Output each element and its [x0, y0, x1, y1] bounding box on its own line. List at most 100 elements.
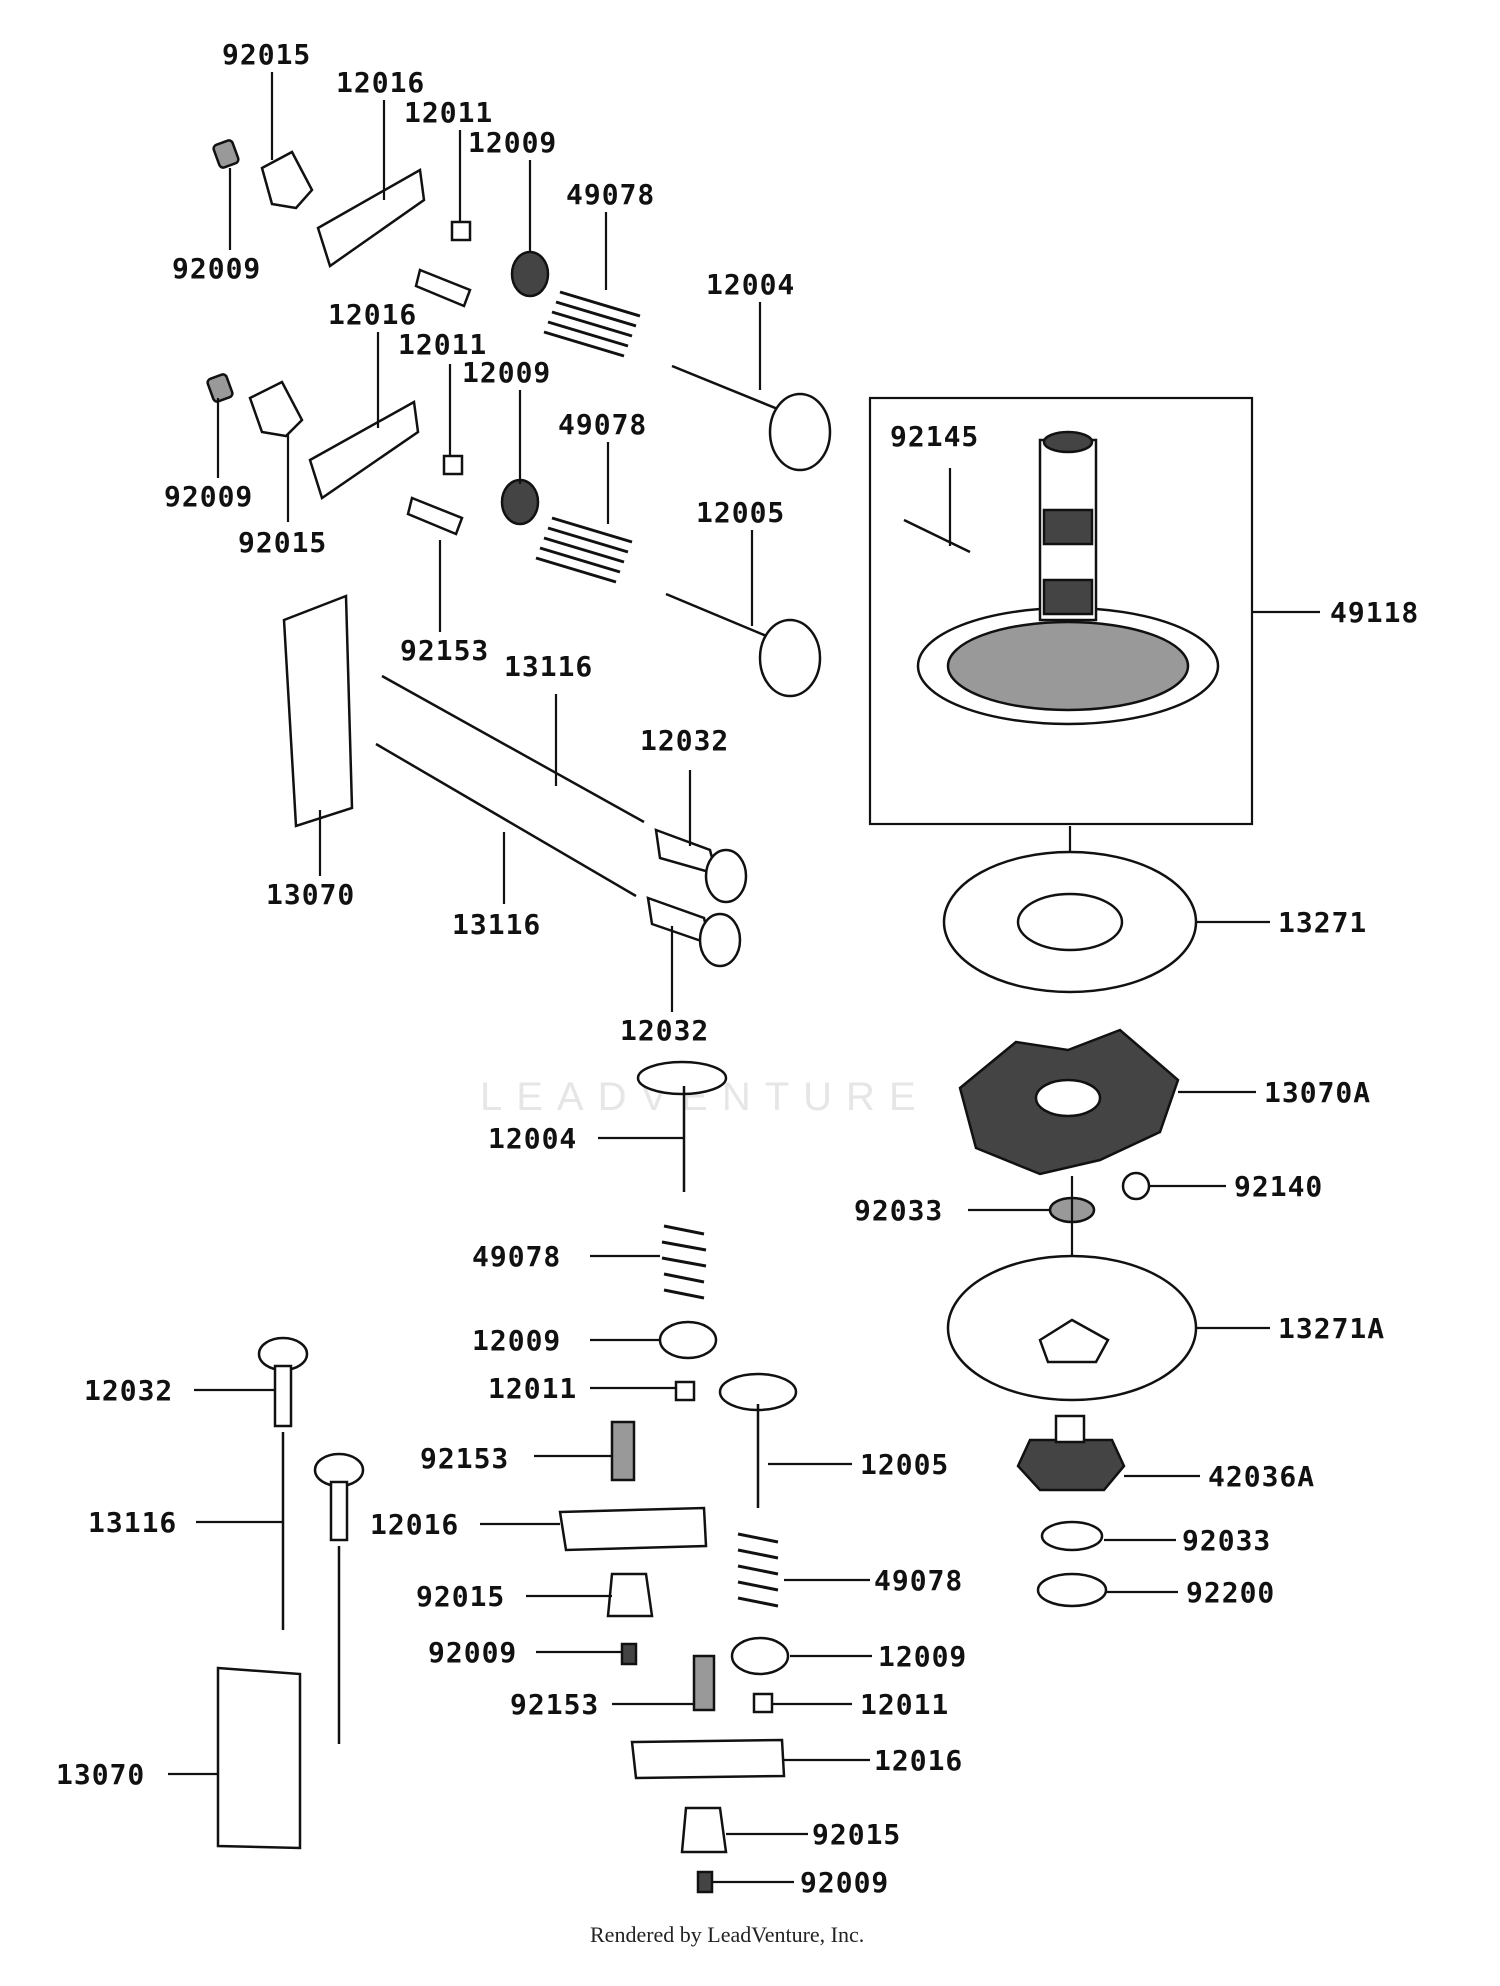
callout-c10: 12009: [462, 356, 551, 389]
push-rod-part: [381, 674, 645, 824]
callout-c36: 13116: [88, 1506, 177, 1539]
callout-c34: 12005: [860, 1448, 949, 1481]
callout-c23: 13271: [1278, 906, 1367, 939]
stud-part: [414, 268, 472, 308]
callout-c47: 12016: [874, 1744, 963, 1777]
callout-c22: 49118: [1330, 596, 1419, 629]
callout-c42: 92009: [428, 1636, 517, 1669]
tappet-head-part: [704, 848, 748, 904]
rocker-arm-part: [630, 1738, 786, 1780]
valve-stem-part: [671, 364, 791, 416]
callout-c19: 13116: [452, 908, 541, 941]
callout-c14: 12005: [696, 496, 785, 529]
valve-spring-part: [543, 290, 641, 358]
callout-c28: 49078: [472, 1240, 561, 1273]
callout-c33: 92153: [420, 1442, 509, 1475]
valve-head-part: [768, 392, 832, 472]
callout-c18: 13070: [266, 878, 355, 911]
leader-lines: [168, 72, 1320, 1884]
adjust-screw-part: [212, 139, 240, 169]
callout-c25: 12004: [488, 1122, 577, 1155]
pivot-nut-part: [260, 150, 314, 210]
callout-c44: 92153: [510, 1688, 599, 1721]
callout-c24: 13070A: [1264, 1076, 1371, 1109]
governor-weight-part: [958, 1028, 1180, 1176]
push-rod-part: [375, 742, 637, 898]
callout-c01: 92015: [222, 38, 311, 71]
guide-plate-part: [216, 1666, 302, 1850]
callout-c29: 13271A: [1278, 1312, 1385, 1345]
callout-c20: 12032: [620, 1014, 709, 1047]
cap-part: [450, 220, 472, 242]
callout-c03: 12011: [404, 96, 493, 129]
valve-head-part: [636, 1060, 728, 1096]
holder-center-part: [1038, 1318, 1110, 1364]
callout-c48: 92015: [812, 1818, 901, 1851]
tappet-head-part: [698, 912, 742, 968]
callout-c12: 49078: [558, 408, 647, 441]
guide-plate-part: [282, 594, 354, 828]
callout-c27: 92033: [854, 1194, 943, 1227]
callout-c43: 12009: [878, 1640, 967, 1673]
pivot-nut-part: [606, 1572, 654, 1618]
valve-spring-part: [535, 516, 633, 584]
pivot-nut-part: [248, 380, 304, 438]
callout-c37: 12016: [370, 1508, 459, 1541]
stud-part: [692, 1654, 716, 1712]
tappet-part: [329, 1480, 349, 1542]
adjust-screw-part: [696, 1870, 714, 1894]
callout-c06: 49078: [566, 178, 655, 211]
cap-part: [674, 1380, 696, 1402]
retainer-part: [510, 250, 550, 298]
callout-c09: 12011: [398, 328, 487, 361]
callout-c41: 92200: [1186, 1576, 1275, 1609]
rocker-assembly-upper: [212, 139, 832, 472]
pin-part: [903, 518, 971, 554]
rocker-arm-part: [558, 1506, 708, 1552]
callout-c21: 92145: [890, 420, 979, 453]
gear-part: [1016, 1438, 1126, 1492]
retainer-part: [500, 478, 540, 526]
clip-part: [1040, 1520, 1104, 1552]
tappet-part: [273, 1364, 293, 1428]
valve-spring-part: [737, 1532, 779, 1608]
gear-hub-part: [1054, 1414, 1086, 1444]
adjust-screw-part: [620, 1642, 638, 1666]
callout-c40: 49078: [874, 1564, 963, 1597]
valve-stem-part: [665, 592, 777, 642]
callout-c31: 12032: [84, 1374, 173, 1407]
callout-c45: 12011: [860, 1688, 949, 1721]
cap-part: [752, 1692, 774, 1714]
callout-c11: 92009: [164, 480, 253, 513]
rocker-arm-part: [316, 167, 426, 269]
stud-part: [610, 1420, 636, 1482]
callout-c49: 92009: [800, 1866, 889, 1899]
callout-c26: 92140: [1234, 1170, 1323, 1203]
callout-c05: 92009: [172, 252, 261, 285]
retainer-part: [658, 1320, 718, 1360]
callout-c04: 12009: [468, 126, 557, 159]
footer-credit: Rendered by LeadVenture, Inc.: [590, 1922, 864, 1947]
stud-part: [406, 496, 464, 536]
pivot-nut-part: [680, 1806, 728, 1854]
callout-c16: 13116: [504, 650, 593, 683]
callout-c15: 92153: [400, 634, 489, 667]
callout-c38: 92033: [1182, 1524, 1271, 1557]
callout-c07: 12004: [706, 268, 795, 301]
callout-c39: 92015: [416, 1580, 505, 1613]
ball-part: [1121, 1171, 1151, 1201]
washer-small-part: [1036, 1572, 1108, 1608]
rocker-arm-part: [308, 400, 420, 500]
callout-labels: 92015 12016 12011 12009 92009 49078 1200…: [56, 38, 1419, 1899]
rocker-assembly-lower: [206, 373, 822, 698]
callout-c02: 12016: [336, 66, 425, 99]
callout-c08: 12016: [328, 298, 417, 331]
callout-c46: 13070: [56, 1758, 145, 1791]
cap-part: [442, 454, 464, 476]
callout-c13: 92015: [238, 526, 327, 559]
callout-c17: 12032: [640, 724, 729, 757]
callout-c32: 12011: [488, 1372, 577, 1405]
callout-c35: 42036A: [1208, 1460, 1315, 1493]
valve-spring-part: [661, 1224, 707, 1300]
